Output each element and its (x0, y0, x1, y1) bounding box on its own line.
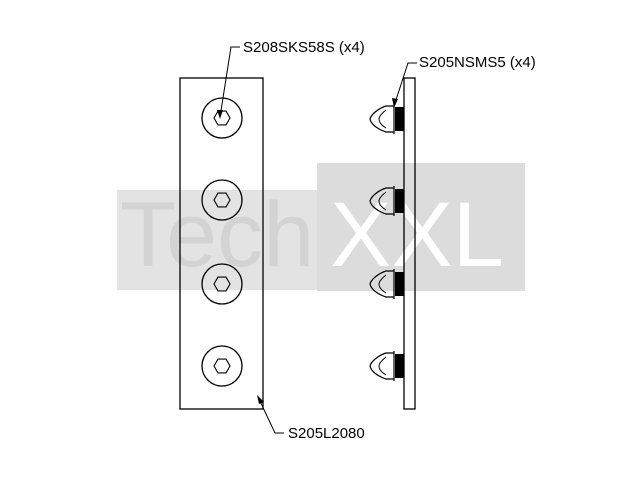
slot-nut (369, 186, 404, 216)
nut-leader-arrow (392, 98, 398, 108)
slot-nut (369, 269, 404, 299)
watermark-word-xxl: XXL (330, 184, 504, 286)
watermark-box (317, 163, 525, 291)
nut-callout-label: S205NSMS5 (x4) (419, 54, 536, 71)
plate-outline (179, 77, 264, 410)
nut-leader-line (393, 62, 417, 107)
screw-head (201, 345, 243, 387)
screw-callout-label: S208SKS58S (x4) (243, 39, 365, 56)
plate-side-view (369, 77, 416, 410)
screw-leader-arrow (217, 110, 223, 119)
side-plate-outline (403, 77, 416, 410)
plate-leader-line (257, 396, 284, 434)
screw-leader-line (219, 46, 240, 118)
leader-lines (217, 46, 417, 434)
watermark: Tech XXL (117, 163, 525, 291)
watermark-word-tech: Tech (120, 184, 314, 286)
screw-head (201, 97, 243, 139)
plate-front-view (179, 77, 264, 410)
slot-nut (369, 351, 404, 381)
screw-head (201, 179, 243, 221)
screw-head (201, 263, 243, 305)
slot-nut (369, 104, 404, 134)
plate-callout-label: S205L2080 (288, 425, 365, 442)
plate-leader-arrow (257, 395, 264, 404)
